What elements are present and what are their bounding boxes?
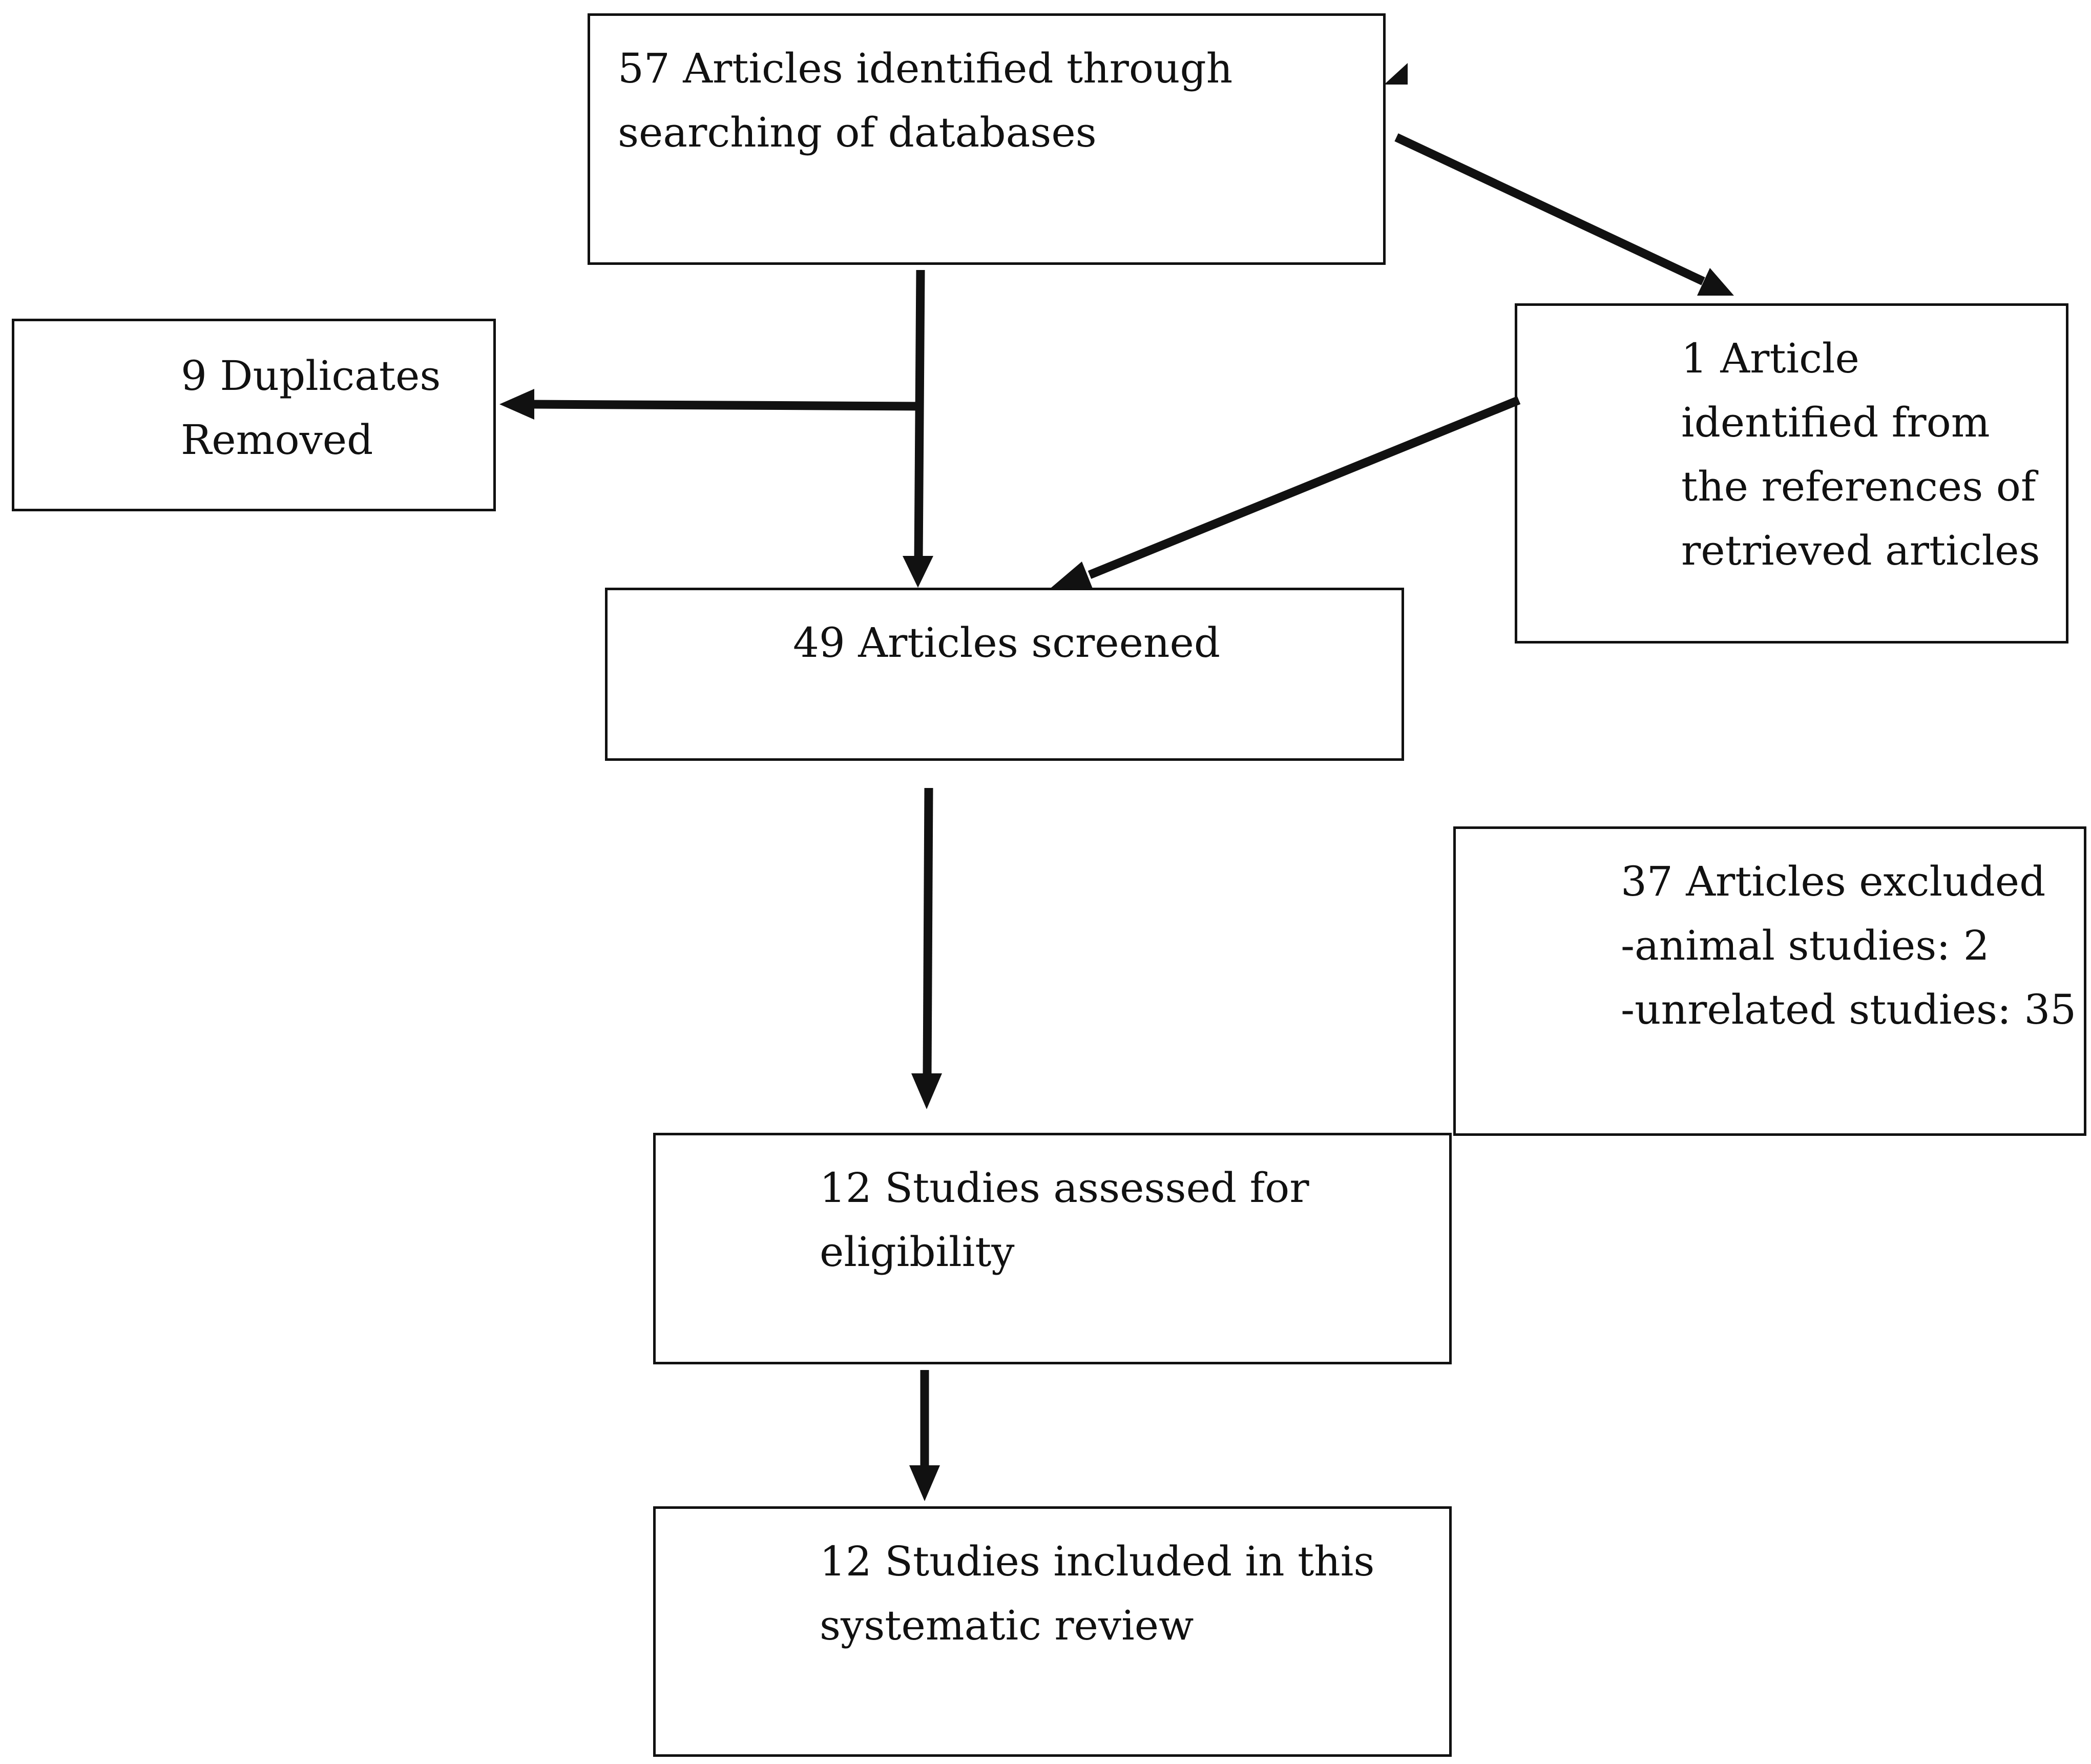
eligibility-line-1: 12 Studies assessed for xyxy=(820,1164,1309,1212)
identified-line-1: 57 Articles identified through xyxy=(618,45,1233,92)
arrow-screened-to-eligibility xyxy=(923,787,933,1076)
eligibility-line-2: eligibility xyxy=(820,1228,1015,1276)
arrowhead-included xyxy=(909,1465,940,1501)
references-line-2: identified from xyxy=(1681,399,1990,446)
excluded-box: 37 Articles excluded -animal studies: 2 … xyxy=(1453,826,2086,1136)
eligibility-box: 12 Studies assessed for eligibility xyxy=(653,1133,1452,1364)
arrow-branch-to-duplicates xyxy=(530,400,923,411)
arrow-identified-to-references xyxy=(1394,133,1705,285)
excluded-line-2: -animal studies: 2 xyxy=(1621,922,1990,969)
references-box: 1 Article identified from the references… xyxy=(1515,303,2068,644)
excluded-line-1: 37 Articles excluded xyxy=(1621,858,2046,905)
included-box: 12 Studies included in this systematic r… xyxy=(653,1506,1452,1757)
arrowhead-eligibility xyxy=(911,1073,942,1109)
identified-line-2: searching of databases xyxy=(618,109,1097,156)
screened-line-1: 49 Articles screened xyxy=(793,619,1221,667)
references-line-1: 1 Article xyxy=(1681,335,1859,382)
arrowhead-references xyxy=(1697,268,1734,296)
duplicates-line-2: Removed xyxy=(181,416,373,464)
arrowhead-duplicates xyxy=(499,389,534,420)
arrowhead-screened-top xyxy=(903,556,933,588)
references-line-3: the references of xyxy=(1681,463,2036,510)
arrow-references-to-screened xyxy=(1088,396,1521,579)
duplicates-line-1: 9 Duplicates xyxy=(181,352,441,400)
excluded-line-3: -unrelated studies: 35 xyxy=(1621,986,2077,1033)
screened-box: 49 Articles screened xyxy=(605,588,1404,761)
duplicates-box: 9 Duplicates Removed xyxy=(12,319,496,511)
included-line-2: systematic review xyxy=(820,1602,1194,1649)
included-line-1: 12 Studies included in this xyxy=(820,1538,1375,1585)
references-line-4: retrieved articles xyxy=(1681,527,2040,574)
arrowhead-screened-diagonal xyxy=(1051,562,1093,590)
identified-box: 57 Articles identified through searching… xyxy=(588,13,1386,265)
arrow-identified-to-screened xyxy=(914,269,925,562)
stray-arrow-mark xyxy=(1384,63,1408,85)
